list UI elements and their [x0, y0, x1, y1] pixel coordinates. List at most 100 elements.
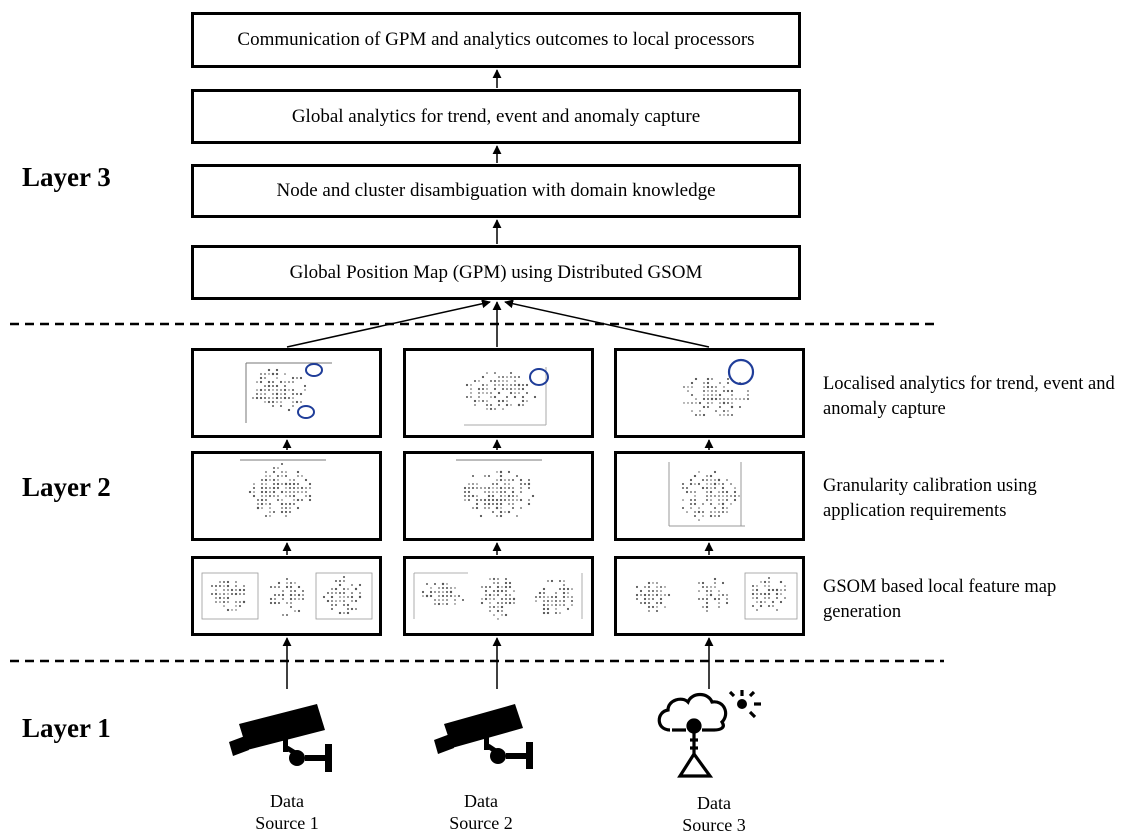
map-node-dot [454, 603, 456, 605]
map-node-dot [497, 391, 501, 395]
map-node-dot [259, 388, 263, 392]
map-node-dot [527, 482, 531, 486]
map-node-dot [555, 604, 557, 606]
map-node-dot [275, 368, 279, 372]
map-node-dot [277, 467, 279, 469]
map-node-dot [488, 507, 490, 509]
map-node-dot [267, 400, 271, 404]
map-node-dot [490, 380, 492, 382]
map-node-dot [434, 599, 436, 601]
map-node-dot [292, 405, 294, 407]
map-node-dot [559, 580, 561, 582]
map-node-dot [280, 401, 282, 403]
map-node-dot [478, 400, 480, 402]
map-node-dot [465, 395, 469, 399]
map-node-dot [559, 612, 561, 614]
map-node-dot [508, 503, 510, 505]
map-node-dot [471, 474, 475, 478]
map-node-dot [265, 483, 267, 485]
map-node-dot [454, 587, 456, 589]
map-node-dot [726, 495, 728, 497]
map-node-dot [264, 373, 266, 375]
localised-analytics-box-3 [614, 348, 805, 438]
map-node-dot [354, 599, 358, 603]
map-node-dot [703, 394, 705, 396]
map-node-dot [260, 502, 264, 506]
map-node-dot [285, 503, 287, 505]
map-node-dot [280, 405, 282, 407]
map-node-dot [563, 600, 565, 602]
map-node-dot [776, 609, 778, 611]
map-node-dot [300, 486, 304, 490]
map-node-dot [474, 404, 476, 406]
map-node-dot [701, 581, 705, 585]
map-node-dot [501, 383, 505, 387]
map-node-dot [280, 510, 284, 514]
map-node-dot [491, 494, 495, 498]
global-analytics-text: Global analytics for trend, event and an… [291, 105, 701, 127]
map-node-dot [562, 591, 566, 595]
feature-map-thumbnail [683, 358, 755, 417]
map-node-dot [295, 400, 299, 404]
map-node-dot [304, 389, 306, 391]
gsom-box-3 [614, 556, 805, 636]
map-node-dot [243, 593, 245, 595]
map-node-dot [282, 614, 284, 616]
label-line: Data [270, 791, 304, 811]
map-node-dot [706, 377, 710, 381]
map-node-dot [504, 593, 508, 597]
map-node-dot [571, 588, 573, 590]
map-node-dot [504, 585, 508, 589]
map-node-dot [276, 401, 278, 403]
map-node-dot [275, 372, 279, 376]
map-node-dot [711, 394, 713, 396]
map-node-dot [438, 595, 440, 597]
arrow [504, 299, 710, 348]
label-line: GSOM based local feature map [823, 577, 1057, 597]
map-node-dot [265, 499, 267, 501]
map-node-dot [689, 478, 693, 482]
map-node-dot [695, 414, 697, 416]
map-node-dot [272, 385, 274, 387]
map-node-dot [764, 585, 766, 587]
map-node-dot [499, 498, 503, 502]
map-node-dot [767, 588, 771, 592]
map-node-dot [771, 600, 775, 604]
map-node-dot [683, 386, 685, 388]
map-node-dot [727, 402, 729, 404]
map-node-dot [711, 390, 713, 392]
map-node-dot [506, 384, 508, 386]
map-node-dot [682, 487, 684, 489]
map-node-dot [705, 605, 709, 609]
map-node-dot [739, 398, 741, 400]
map-node-dot [686, 487, 688, 489]
map-node-dot [292, 482, 296, 486]
map-node-dot [497, 618, 499, 620]
map-node-dot [710, 479, 712, 481]
map-node-dot [215, 589, 217, 591]
map-node-dot [718, 495, 720, 497]
map-node-dot [504, 495, 506, 497]
map-node-dot [264, 478, 268, 482]
label-line: Source 2 [449, 813, 513, 833]
map-node-dot [295, 392, 299, 396]
map-node-dot [265, 495, 267, 497]
map-node-dot [513, 395, 517, 399]
map-node-dot [302, 590, 304, 592]
map-node-dot [486, 404, 488, 406]
map-node-dot [705, 486, 709, 490]
map-node-dot [709, 474, 713, 478]
map-node-dot [710, 586, 712, 588]
map-node-dot [547, 580, 549, 582]
map-node-dot [722, 483, 724, 485]
map-node-dot [297, 487, 299, 489]
map-node-dot [519, 498, 523, 502]
map-node-dot [508, 499, 510, 501]
map-node-dot [497, 602, 499, 604]
map-node-dot [264, 389, 266, 391]
map-node-dot [508, 601, 512, 605]
map-node-dot [272, 486, 276, 490]
map-node-dot [491, 498, 495, 502]
map-node-dot [570, 599, 574, 603]
map-node-dot [528, 479, 530, 481]
